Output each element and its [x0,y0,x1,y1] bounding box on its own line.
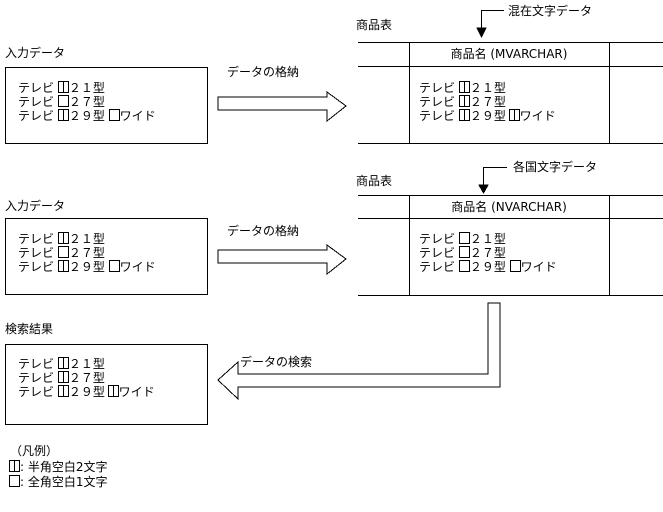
product-table-title-2: 商品表 [356,174,393,188]
table-2-rows: テレビ ２１型 テレビ ２７型 テレビ ２９型 ワイド [419,232,557,274]
fullwidth-space-box [458,260,470,272]
store-arrow-2-shape [217,244,347,276]
column-header-nvarchar: 商品名 (NVARCHAR) [451,200,567,214]
fullwidth-space-box [509,260,521,272]
search-result-lines: テレビ ２１型 テレビ ２７型 テレビ ２９型 ワイド [18,357,155,399]
table-row: テレビ ２９型 ワイド [419,109,556,123]
table-1-rows: テレビ ２１型 テレビ ２７型 テレビ ２９型 ワイド [419,81,556,123]
data-line: テレビ ２７型 [18,95,105,109]
halfwidth-space-box [112,385,119,397]
table-row: テレビ ２７型 [419,246,506,260]
fullwidth-space-box [57,246,69,258]
callout-national-label: 各国文字データ [513,160,598,174]
data-line: テレビ ２７型 [18,246,105,260]
fullwidth-space-box [108,260,120,272]
product-table-1-grid [358,42,663,144]
input-data-lines-1: テレビ ２１型 テレビ ２７型 テレビ ２９型 ワイド [18,81,156,123]
table-row: テレビ ２１型 [419,232,506,246]
search-result-label: 検索結果 [5,322,54,336]
fullwidth-space-box [458,246,470,258]
input-data-box-1 [5,67,208,144]
data-line: テレビ ２７型 [18,371,105,385]
fullwidth-space-box [108,109,120,121]
fullwidth-space-box [9,475,20,487]
data-line: テレビ ２１型 [18,232,105,246]
data-line: テレビ ２１型 [18,81,105,95]
halfwidth-space-box [463,95,470,107]
halfwidth-space-box [463,109,470,121]
legend-title: （凡例） [10,444,59,458]
halfwidth-space-box [62,385,69,397]
callout-national-connector [478,167,507,195]
input-data-lines-2: テレビ ２１型 テレビ ２７型 テレビ ２９型 ワイド [18,232,156,274]
fullwidth-space-box [458,232,470,244]
retrieve-arrow-label: データの検索 [240,355,313,369]
legend-item-halfwidth-space: : 半角空白2文字 [9,460,108,474]
table-row: テレビ ２７型 [419,95,506,109]
halfwidth-space-box [62,232,69,244]
halfwidth-space-box [62,371,69,383]
store-arrow-label-2: データの格納 [227,224,300,238]
search-result-box [5,344,208,425]
input-data-label-1: 入力データ [5,46,66,60]
store-arrow-label-1: データの格納 [227,65,300,79]
product-table-2-grid [358,195,663,296]
legend-item-fullwidth-space: : 全角空白1文字 [9,475,108,489]
halfwidth-space-box [62,357,69,369]
callout-mixed-label: 混在文字データ [508,4,593,18]
retrieve-arrow-shape [217,302,501,401]
data-line: テレビ ２１型 [18,357,105,371]
halfwidth-space-box [62,260,69,272]
callout-mixed-connector [476,10,504,39]
table-row: テレビ ２１型 [419,81,506,95]
halfwidth-space-box [62,109,69,121]
input-data-box-2 [5,218,208,295]
data-line: テレビ ２９型 ワイド [18,260,156,274]
column-header-mvarchar: 商品名 (MVARCHAR) [450,47,568,61]
input-data-label-2: 入力データ [5,199,66,213]
product-table-title-1: 商品表 [356,18,393,32]
halfwidth-space-box [513,109,520,121]
fullwidth-space-box [57,95,69,107]
halfwidth-space-box [14,460,20,472]
store-arrow-1-shape [217,91,347,123]
data-line: テレビ ２９型 ワイド [18,109,156,123]
table-row: テレビ ２９型 ワイド [419,260,557,274]
halfwidth-space-box [62,81,69,93]
data-line: テレビ ２９型 ワイド [18,385,155,399]
halfwidth-space-box [463,81,470,93]
